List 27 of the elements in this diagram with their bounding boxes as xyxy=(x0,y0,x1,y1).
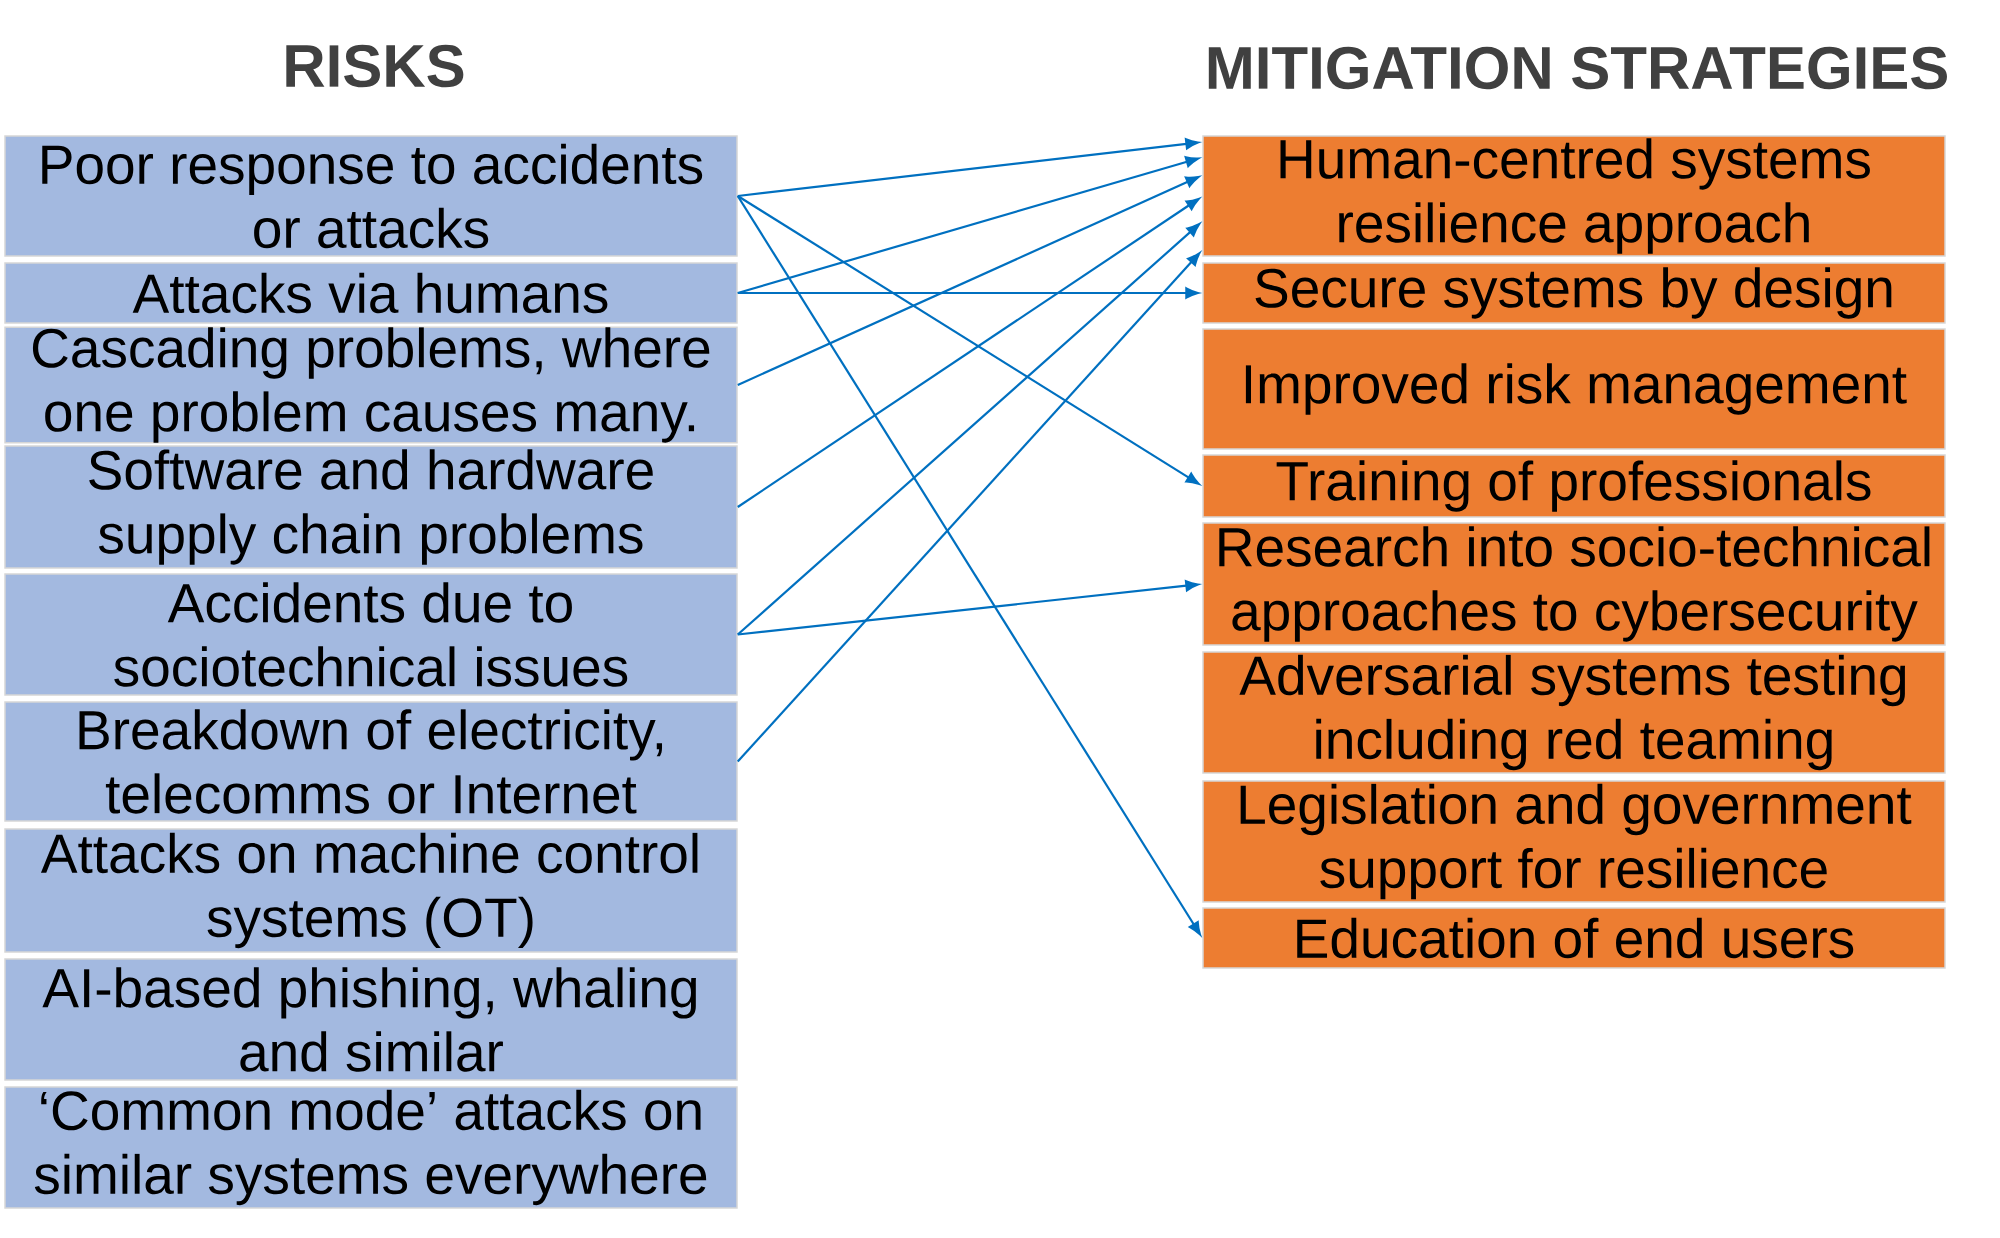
arrow xyxy=(737,176,1200,386)
risk-box: Attacks via humans xyxy=(4,262,738,324)
strategy-box: Research into socio-technical approaches to cybersecurity xyxy=(1202,522,1946,646)
risk-box: Attacks on machine control systems (OT) xyxy=(4,828,738,953)
risk-box: ‘Common mode’ attacks on similar systems everywhere xyxy=(4,1086,738,1209)
strategy-box: Training of professionals xyxy=(1202,454,1946,518)
strategy-box: Adversarial systems testing including red teaming xyxy=(1202,651,1946,774)
arrow xyxy=(737,156,1200,295)
strategy-box: Secure systems by design xyxy=(1202,262,1946,324)
risk-box: Cascading problems, where one problem causes many. xyxy=(4,326,738,444)
arrow xyxy=(737,223,1201,636)
arrow xyxy=(736,195,1201,936)
risk-box: Poor response to accidents or attacks xyxy=(4,135,738,257)
risk-box: Software and hardware supply chain problems xyxy=(4,445,738,569)
strategy-box: Legislation and government support for resilience xyxy=(1202,780,1946,903)
column-heading: RISKS xyxy=(286,44,464,88)
strategy-box: Human-centred systems resilience approach xyxy=(1202,135,1946,257)
risk-box: Accidents due to sociotechnical issues xyxy=(4,573,738,696)
column-heading: MITIGATION STRATEGIES xyxy=(1208,46,1947,90)
arrow xyxy=(737,580,1199,636)
arrow xyxy=(736,252,1201,763)
risk-box: AI-based phishing, whaling and similar xyxy=(4,958,738,1081)
strategy-box: Improved risk management xyxy=(1202,328,1946,450)
arrow xyxy=(737,287,1199,299)
risk-box: Breakdown of electricity, telecomms or Internet xyxy=(4,701,738,822)
strategy-box: Education of end users xyxy=(1202,907,1946,969)
arrow xyxy=(737,138,1199,198)
